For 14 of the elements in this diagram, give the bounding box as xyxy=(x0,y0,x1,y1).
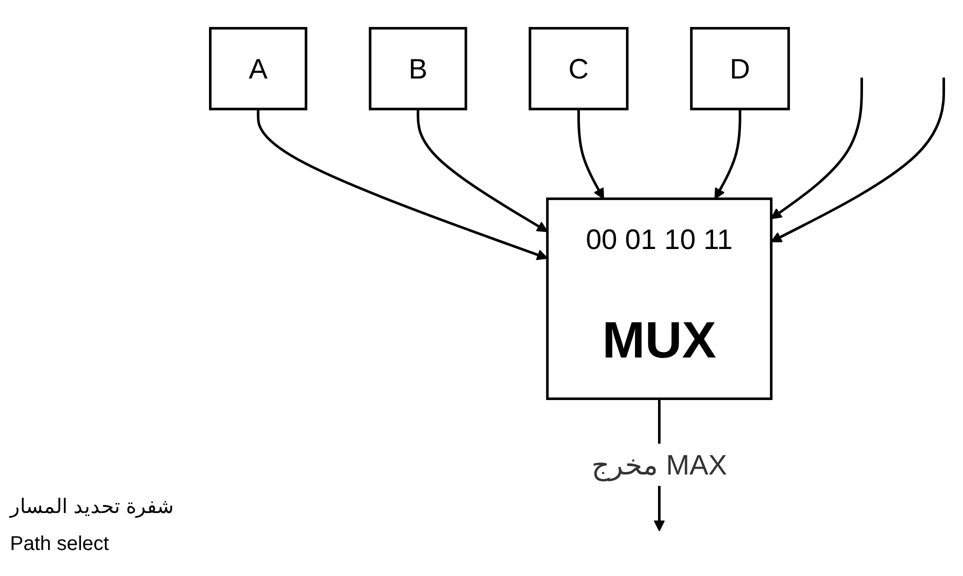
edge-label: مخرج MAX xyxy=(591,448,728,480)
node-box: B xyxy=(368,26,468,110)
arrow xyxy=(770,77,946,242)
arrow xyxy=(714,108,742,199)
node-box: A xyxy=(208,26,308,110)
signal-label: شفرة تحديد المسار xyxy=(10,495,176,519)
node-box: 00 01 10 11 MUX xyxy=(546,196,772,400)
arrow xyxy=(577,108,604,199)
arrow xyxy=(256,108,548,260)
node-box: D xyxy=(690,26,790,110)
arrow xyxy=(416,108,548,232)
node-box: C xyxy=(528,26,629,110)
arrow xyxy=(770,77,863,219)
signal-label: Path select xyxy=(10,533,110,556)
